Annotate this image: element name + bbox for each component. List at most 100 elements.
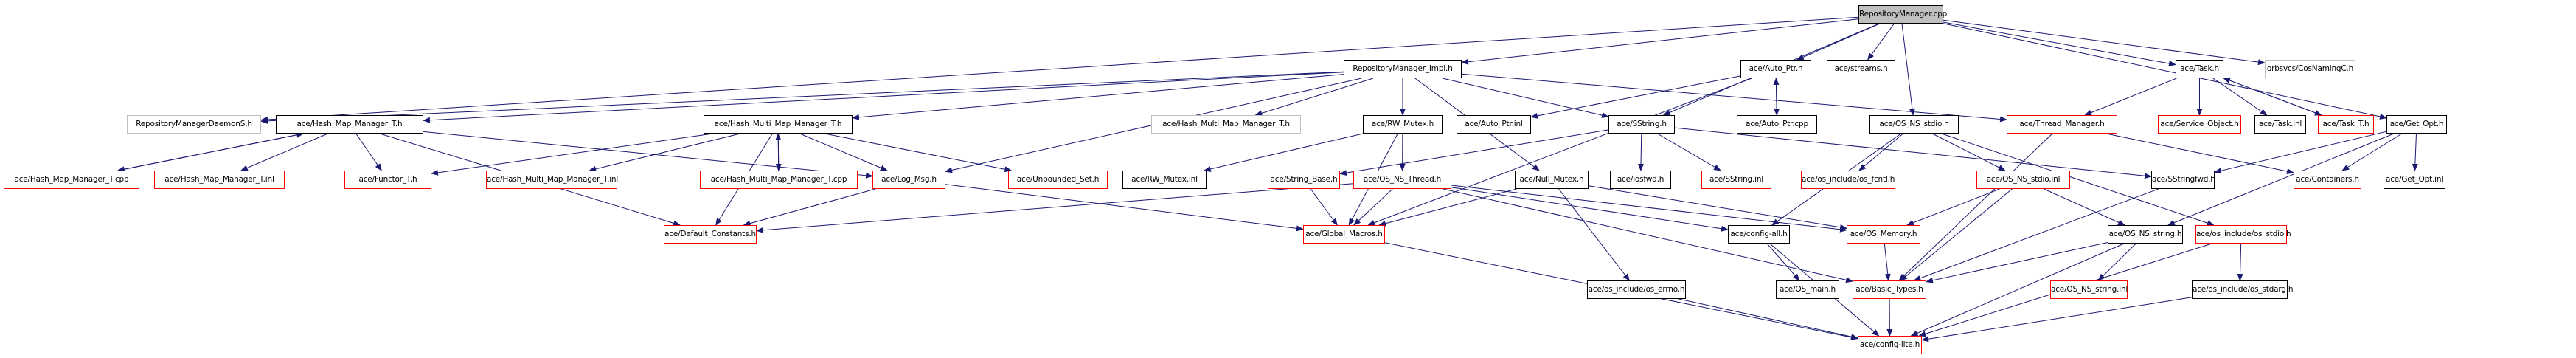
dependency-edge <box>2167 133 2395 226</box>
graph-node[interactable]: ace/Auto_Ptr.h <box>1740 60 1811 78</box>
dependency-edge <box>1941 133 2215 226</box>
dependency-edge <box>2212 78 2268 116</box>
dependency-edge <box>1906 188 2000 226</box>
dependency-edge <box>2084 78 2177 116</box>
graph-node[interactable]: ace/Get_Opt.h <box>2386 115 2447 134</box>
dependency-edge <box>1378 188 1517 227</box>
dependency-edge <box>1451 187 1729 232</box>
dependency-edge <box>799 133 888 171</box>
dependency-edge <box>1900 188 2013 281</box>
dependency-edge <box>1451 185 1847 233</box>
graph-node[interactable]: ace/Containers.h <box>2294 171 2361 189</box>
graph-node[interactable]: ace/RW_Mutex.inl <box>1122 171 1207 189</box>
graph-node[interactable]: ace/Task.h <box>2176 60 2223 78</box>
graph-node[interactable]: ace/Hash_Multi_Map_Manager_T.inl <box>486 171 618 189</box>
graph-node[interactable]: RepositoryManager_Impl.h <box>1344 60 1462 78</box>
graph-node[interactable]: ace/Hash_Map_Manager_T.cpp <box>4 171 139 189</box>
graph-node[interactable]: ace/Task.inl <box>2254 115 2306 134</box>
graph-node[interactable]: ace/streams.h <box>1827 60 1895 78</box>
dependency-edge <box>1901 23 1915 116</box>
dependency-edge <box>2097 243 2136 281</box>
dependency-edge <box>1884 243 1891 281</box>
graph-node[interactable]: ace/Hash_Multi_Map_Manager_T.h <box>1151 115 1301 134</box>
dependency-edge <box>1203 133 1364 172</box>
dependency-edge <box>2105 133 2294 174</box>
dependency-edge <box>1461 73 2007 123</box>
graph-node[interactable]: ace/OS_NS_stdio.h <box>1869 115 1959 134</box>
graph-node[interactable]: orbsvcs/CosNamingC.h <box>2265 60 2355 78</box>
graph-node[interactable]: ace/SString.inl <box>1701 171 1771 189</box>
graph-node[interactable]: ace/Hash_Multi_Map_Manager_T.cpp <box>700 171 858 189</box>
graph-node[interactable]: ace/os_include/os_stdarg.h <box>2192 280 2294 299</box>
dependency-edge <box>1339 129 1609 176</box>
dependency-edge <box>1921 297 2193 342</box>
dependency-edge <box>423 72 1344 123</box>
graph-node[interactable]: ace/OS_main.h <box>1776 280 1839 299</box>
dependency-edge <box>1910 243 2125 337</box>
dependency-edge <box>423 131 873 179</box>
dependency-edge <box>2412 133 2418 171</box>
dependency-edge <box>1657 133 1721 171</box>
graph-node[interactable]: ace/Task_T.h <box>2318 115 2374 134</box>
graph-node[interactable]: ace/OS_NS_Thread.h <box>1353 171 1451 189</box>
graph-node[interactable]: RepositoryManagerDaemonS.h <box>127 115 261 134</box>
dependency-edge <box>1898 133 2053 281</box>
graph-node[interactable]: ace/os_include/os_stdio.h <box>2195 225 2291 244</box>
graph-node[interactable]: ace/SString.h <box>1608 115 1675 134</box>
graph-node[interactable]: ace/Basic_Types.h <box>1853 280 1926 299</box>
graph-node[interactable]: ace/String_Base.h <box>1268 171 1340 189</box>
dependency-edge <box>1367 78 1752 226</box>
graph-node[interactable]: ace/Unbounded_Set.h <box>1008 171 1108 189</box>
graph-node[interactable]: ace/OS_NS_string.inl <box>2050 280 2128 299</box>
graph-node[interactable]: ace/Default_Constants.h <box>664 225 757 244</box>
graph-node[interactable]: ace/Hash_Multi_Map_Manager_T.h <box>704 115 853 134</box>
graph-node[interactable]: ace/SStringfwd.h <box>2151 171 2215 189</box>
dependency-edge <box>1766 243 1800 281</box>
graph-node[interactable]: ace/Get_Opt.inl <box>2384 171 2445 189</box>
graph-node[interactable]: ace/OS_NS_stdio.inl <box>1976 171 2070 189</box>
dependency-edge <box>355 133 382 171</box>
dependency-edge <box>1926 242 2108 283</box>
graph-node[interactable]: ace/Auto_Ptr.inl <box>1457 115 1531 134</box>
dependency-edge <box>1913 188 2159 281</box>
graph-node[interactable]: ace/Thread_Manager.h <box>2007 115 2117 134</box>
graph-node[interactable]: ace/RW_Mutex.h <box>1363 115 1443 134</box>
dependency-edge <box>1530 75 1741 119</box>
dependency-edge <box>240 133 328 171</box>
dependency-edge <box>431 133 713 176</box>
graph-node[interactable]: ace/config-all.h <box>1728 225 1790 244</box>
dependency-edge <box>2044 188 2125 226</box>
graph-node[interactable]: ace/iosfwd.h <box>1610 171 1671 189</box>
graph-node[interactable]: ace/Null_Mutex.h <box>1515 171 1589 189</box>
dependency-edge <box>1443 188 1853 283</box>
graph-node[interactable]: ace/Service_Object.h <box>2158 115 2241 134</box>
dependency-edge <box>1867 23 1895 61</box>
dependency-edge <box>589 133 740 172</box>
graph-node[interactable]: ace/Global_Macros.h <box>1303 225 1385 244</box>
dependency-edge <box>1674 127 2152 179</box>
dependency-edge <box>1931 133 2006 171</box>
graph-node[interactable]: ace/os_include/os_errno.h <box>1587 280 1686 299</box>
dependency-edge <box>1773 78 1780 116</box>
dependency-edge <box>2341 133 2403 171</box>
dependency-edge <box>743 188 876 227</box>
dependency-edge <box>945 184 1304 232</box>
graph-node[interactable]: ace/OS_Memory.h <box>1847 225 1920 244</box>
dependency-edge <box>1796 23 1881 61</box>
graph-node[interactable]: ace/os_include/os_fcntl.h <box>1801 171 1895 189</box>
dependency-edge <box>1858 133 1903 171</box>
dependency-edge <box>1588 185 1847 230</box>
dependency-edge <box>1943 23 2387 120</box>
dependency-edge <box>260 16 1859 123</box>
graph-node[interactable]: ace/Hash_Map_Manager_T.h <box>276 115 423 134</box>
graph-node[interactable]: ace/OS_NS_string.h <box>2108 225 2183 244</box>
graph-node[interactable]: ace/Functor_T.h <box>344 171 431 189</box>
dependency-edge <box>1637 133 1644 171</box>
graph-node[interactable]: ace/Auto_Ptr.cpp <box>1737 115 1817 134</box>
graph-node[interactable]: ace/Hash_Map_Manager_T.inl <box>154 171 285 189</box>
graph-node[interactable]: RepositoryManager.cpp <box>1858 5 1947 24</box>
graph-node[interactable]: ace/Log_Msg.h <box>872 171 945 189</box>
graph-node[interactable]: ace/config-lite.h <box>1858 336 1922 354</box>
